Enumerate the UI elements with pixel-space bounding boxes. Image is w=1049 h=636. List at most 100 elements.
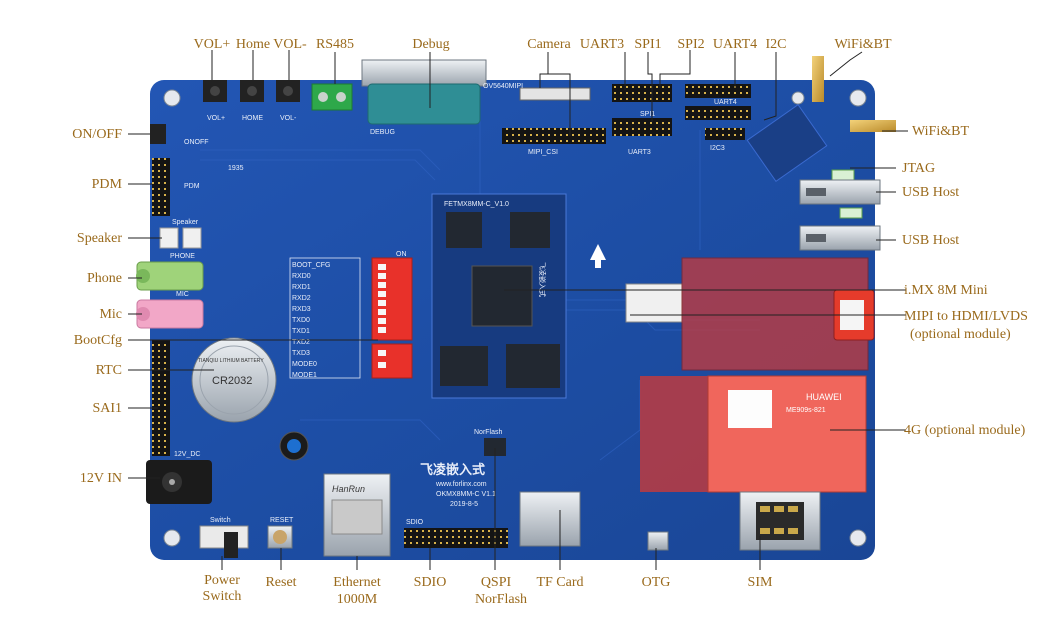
- label-vol-plus: VOL+: [193, 37, 231, 52]
- dc-jack: 12V_DC: [146, 451, 212, 504]
- debug-db9-connector: DEBUG: [361, 59, 487, 136]
- reset-button: RESET: [267, 517, 294, 549]
- label-reset: Reset: [265, 575, 297, 590]
- silk-dip-on: ON: [396, 251, 407, 258]
- label-wifi-bt-right: WiFi&BT: [912, 124, 969, 139]
- silk-phone: PHONE: [170, 253, 195, 260]
- camera-connector: OV5640MIPI MIPI_CSI: [483, 83, 606, 156]
- label-4g: 4G (optional module): [904, 423, 1026, 438]
- label-phone: Phone: [87, 271, 122, 286]
- label-bootcfg: BootCfg: [73, 333, 122, 348]
- tactile-buttons: VOL+ HOME VOL-: [203, 80, 300, 122]
- label-otg: OTG: [641, 575, 671, 590]
- silk-uart3: UART3: [628, 149, 651, 156]
- silk-uart4: UART4: [714, 99, 737, 106]
- label-spi1: SPI1: [634, 37, 662, 52]
- label-mipi-2: (optional module): [910, 327, 1011, 342]
- silk-onoff: ONOFF: [184, 139, 209, 146]
- silk-date: 1935: [228, 165, 244, 172]
- leader-lines: [128, 50, 908, 570]
- label-ethernet-2: 1000M: [336, 592, 378, 607]
- label-power-2: Switch: [202, 589, 242, 604]
- silk-norflash: NorFlash: [474, 429, 503, 436]
- label-mipi-1: MIPI to HDMI/LVDS: [904, 309, 1028, 324]
- label-sdio: SDIO: [413, 575, 447, 590]
- bootcfg-dip-switches: ON: [371, 251, 413, 379]
- silk-bootcfg-7: TXD2: [292, 339, 310, 346]
- label-jtag: JTAG: [902, 161, 936, 176]
- onoff-button: [150, 124, 166, 144]
- som-core-module: FETMX8MM-C_V1.0 飞凌嵌入式: [431, 193, 606, 399]
- label-usb-host-1: USB Host: [902, 185, 960, 200]
- silk-website: www.forlinx.com: [435, 481, 487, 488]
- silk-bootcfg-2: RXD1: [292, 284, 311, 291]
- brand-block: 飞凌嵌入式 www.forlinx.com OKMX8MM-C V1.1 201…: [420, 462, 496, 508]
- silk-speaker: Speaker: [172, 219, 199, 226]
- label-camera: Camera: [527, 37, 571, 52]
- pdm-header: [152, 158, 170, 216]
- label-spi2: SPI2: [677, 37, 705, 52]
- label-debug: Debug: [412, 37, 450, 52]
- silk-lte-brand: HUAWEI: [806, 392, 842, 402]
- label-ethernet-1: Ethernet: [333, 575, 381, 590]
- silk-bootcfg-10: MODE1: [292, 372, 317, 379]
- silk-mipi-csi: MIPI_CSI: [528, 149, 558, 156]
- bootcfg-table: BOOT_CFG RXD0 RXD1 RXD2 RXD3 TXD0 TXD1 T…: [289, 257, 361, 379]
- label-sim: SIM: [747, 575, 773, 590]
- pin-headers-top: UART3 SPI1 I2C3 UART4: [612, 84, 751, 156]
- silk-lte-model: ME909s-821: [786, 407, 826, 414]
- silk-bootcfg-4: RXD3: [292, 306, 311, 313]
- silk-board-model: OKMX8MM-C V1.1: [436, 491, 496, 498]
- silk-bootcfg-3: RXD2: [292, 295, 311, 302]
- silk-som-brand: 飞凌嵌入式: [538, 262, 547, 297]
- silk-bootcfg-0: BOOT_CFG: [292, 262, 331, 269]
- silk-volminus: VOL-: [280, 115, 297, 122]
- silk-switch: Switch: [210, 517, 231, 524]
- silk-pdm: PDM: [184, 183, 200, 190]
- silk-volplus: VOL+: [207, 115, 225, 122]
- label-vol-minus: VOL-: [273, 37, 307, 52]
- sdio-header: [404, 528, 508, 548]
- label-pdm: PDM: [91, 177, 122, 192]
- label-on-off: ON/OFF: [72, 127, 122, 142]
- wifi-module: [746, 56, 896, 182]
- label-usb-host-2: USB Host: [902, 233, 960, 248]
- label-rtc: RTC: [95, 363, 122, 378]
- label-power-1: Power: [204, 573, 240, 588]
- silk-debug: DEBUG: [370, 129, 395, 136]
- silk-hanrun: HanRun: [332, 484, 365, 494]
- qspi-norflash-chip: [484, 438, 506, 456]
- otg-port: [647, 531, 669, 551]
- silk-12v: 12V_DC: [174, 451, 200, 458]
- silk-bootcfg-1: RXD0: [292, 273, 311, 280]
- silk-battery-model: CR2032: [212, 375, 252, 387]
- power-switch: Switch: [199, 517, 249, 558]
- silk-spi1: SPI1: [640, 111, 655, 118]
- label-speaker: Speaker: [76, 231, 122, 246]
- silk-reset: RESET: [270, 517, 294, 524]
- label-home: Home: [235, 37, 271, 52]
- silk-i2c: I2C3: [710, 145, 725, 152]
- silk-mic: MIC: [176, 291, 189, 298]
- silk-board-date: 2019-8-5: [450, 501, 478, 508]
- label-qspi-1: QSPI: [480, 575, 512, 590]
- silk-sdio: SDIO: [406, 519, 424, 526]
- silk-bootcfg-8: TXD3: [292, 350, 310, 357]
- tf-card-slot: [519, 491, 581, 547]
- sai1-header: [152, 340, 170, 456]
- label-tf-card: TF Card: [536, 575, 584, 590]
- label-i2c: I2C: [765, 37, 787, 52]
- silk-battery-brand: TIANQIU LITHIUM BATTERY: [198, 358, 264, 364]
- sim-holder: [739, 491, 821, 551]
- label-12v-in: 12V IN: [79, 471, 122, 486]
- label-imx8m: i.MX 8M Mini: [904, 283, 988, 298]
- label-uart3: UART3: [579, 37, 625, 52]
- lte-4g-module: HUAWEI ME909s-821: [640, 375, 867, 493]
- imx8m-soc: [471, 265, 533, 327]
- label-qspi-2: NorFlash: [474, 592, 528, 607]
- silk-camera: OV5640MIPI: [483, 83, 523, 90]
- label-wifi-bt-top: WiFi&BT: [834, 37, 892, 52]
- jtag-led: [831, 169, 855, 181]
- label-sai1: SAI1: [92, 401, 122, 416]
